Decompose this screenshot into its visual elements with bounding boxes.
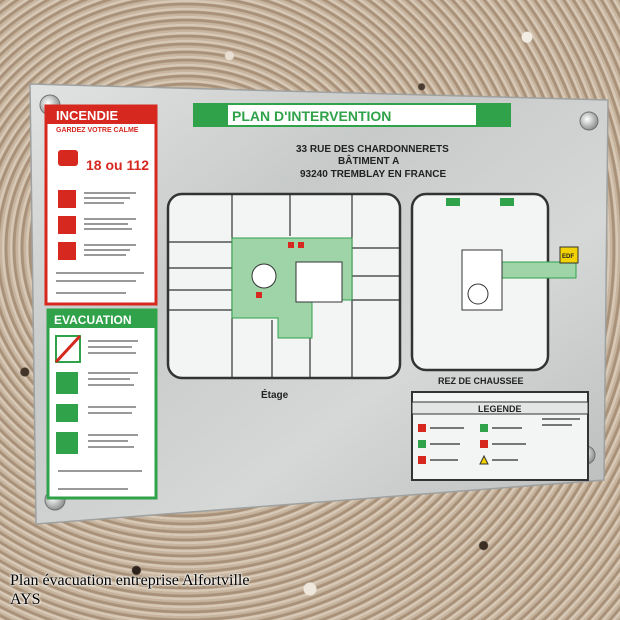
legend-title: LEGENDE [478,404,522,414]
phone-icon [58,150,78,166]
incendie-panel: INCENDIE GARDEZ VOTRE CALME 18 ou 112 [44,104,158,306]
title-banner: PLAN D'INTERVENTION [193,103,511,127]
plan-title: PLAN D'INTERVENTION [232,108,391,124]
exit-pictogram [56,372,78,394]
incendie-instructions-text [56,192,144,294]
ground-floor-plan: EDF [410,192,579,372]
elevator-etage [295,261,343,303]
floor-plan-etage [166,192,402,380]
assembly-pictogram [56,404,78,422]
incendie-title: INCENDIE [56,108,118,123]
door-pictogram [56,432,78,454]
caption-subtitle: AYS [10,591,41,608]
staircase-etage [251,263,277,289]
alarm-pictogram [58,216,76,234]
hose-pictogram [58,242,76,260]
edf-label: EDF [562,254,574,260]
legend-box: LEGENDE [411,391,589,481]
address-city: 93240 TREMBLAY EN FRANCE [300,169,446,180]
floor-plan-label: Étage [261,388,289,401]
address-street: 33 RUE DES CHARDONNERETS [296,144,449,155]
staircase-ground [467,283,489,305]
caption-title: Plan évacuation entreprise Alfortville [10,572,250,589]
emergency-numbers: 18 ou 112 [86,157,149,173]
caption: Plan évacuation entreprise Alfortville A… [10,571,249,609]
evacuation-panel: EVACUATION [46,308,158,500]
standoff-bolt-top-right [579,111,599,131]
ground-floor-label: REZ DE CHAUSSEE [438,376,524,386]
incendie-subtitle: GARDEZ VOTRE CALME [56,127,139,134]
fire-equipment-markers-etage [256,242,304,298]
evacuation-title: EVACUATION [54,313,132,327]
address-block: 33 RUE DES CHARDONNERETS BÂTIMENT A 9324… [296,144,449,180]
evacuation-instructions-text [58,340,142,490]
address-building: BÂTIMENT A [338,154,399,167]
edf-box [559,246,579,264]
extinguisher-pictogram [58,190,76,208]
